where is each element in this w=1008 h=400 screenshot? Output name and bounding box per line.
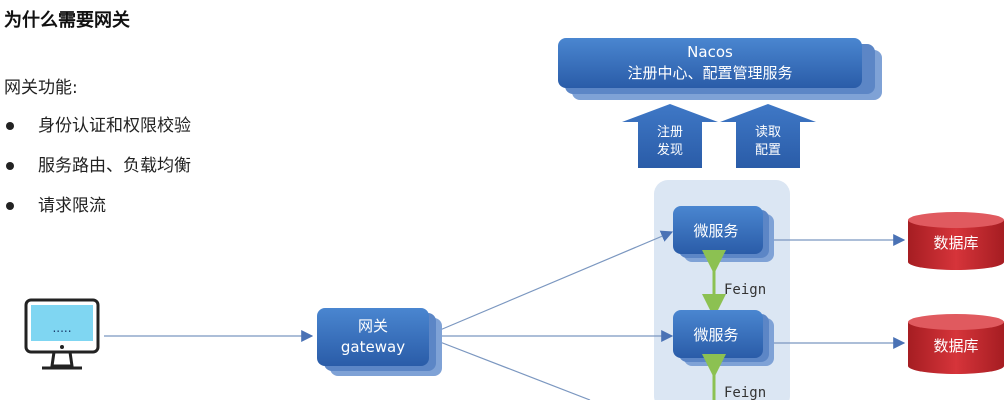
power-dot-icon: [60, 345, 64, 349]
database-icon: 数据库: [908, 212, 1004, 270]
nacos-box: Nacos 注册中心、配置管理服务: [558, 38, 882, 100]
function-item: 身份认证和权限校验: [4, 106, 191, 146]
feign-label: Feign: [724, 385, 766, 400]
monitor-stand: [50, 351, 74, 368]
page-title: 为什么需要网关: [4, 10, 130, 31]
computer-icon: .....: [24, 298, 100, 370]
gateway-subtitle: gateway: [341, 338, 405, 356]
db-body: [908, 322, 1004, 374]
database-label: 数据库: [933, 234, 978, 252]
bullet-dot-icon: [6, 162, 14, 170]
gateway-box: 网关 gateway: [317, 308, 442, 376]
gateway-to-service3-line: [439, 341, 591, 400]
database-label: 数据库: [933, 337, 978, 355]
discover-label: 发现: [657, 142, 683, 158]
config-label: 配置: [755, 143, 781, 158]
read-config-arrow: 读取 配置: [720, 104, 816, 168]
function-item: 请求限流: [4, 186, 191, 226]
db-top: [908, 314, 1004, 330]
service-front: [673, 206, 763, 254]
microservice-label: 微服务: [693, 222, 738, 240]
db-body: [908, 220, 1004, 270]
nacos-title: Nacos: [687, 43, 733, 61]
microservice-box: 微服务: [673, 206, 774, 262]
bullet-dot-icon: [6, 122, 14, 130]
function-item-label: 请求限流: [38, 196, 106, 216]
screen-text: .....: [52, 321, 71, 335]
register-discover-arrow: 注册 发现: [622, 104, 718, 168]
up-arrow-icon: [622, 104, 718, 168]
gateway-front: [317, 308, 429, 366]
microservice-label: 微服务: [693, 326, 738, 344]
functions-list: 身份认证和权限校验 服务路由、负载均衡 请求限流: [4, 106, 191, 226]
microservice-box: 微服务: [673, 310, 774, 366]
register-label: 注册: [657, 125, 683, 140]
bullet-dot-icon: [6, 202, 14, 210]
database-icon: 数据库: [908, 314, 1004, 374]
functions-label: 网关功能:: [4, 78, 78, 98]
gateway-title: 网关: [358, 317, 388, 335]
function-item-label: 服务路由、负载均衡: [38, 156, 191, 176]
service-front: [673, 310, 763, 358]
monitor-screen: [31, 305, 93, 341]
function-item: 服务路由、负载均衡: [4, 146, 191, 186]
nacos-subtitle: 注册中心、配置管理服务: [627, 64, 792, 82]
read-label: 读取: [755, 125, 781, 140]
nacos-front: [558, 38, 862, 88]
up-arrow-icon: [720, 104, 816, 168]
feign-label: Feign: [724, 282, 766, 298]
db-top: [908, 212, 1004, 228]
gateway-to-service1-line: [439, 230, 674, 331]
function-item-label: 身份认证和权限校验: [38, 116, 191, 136]
